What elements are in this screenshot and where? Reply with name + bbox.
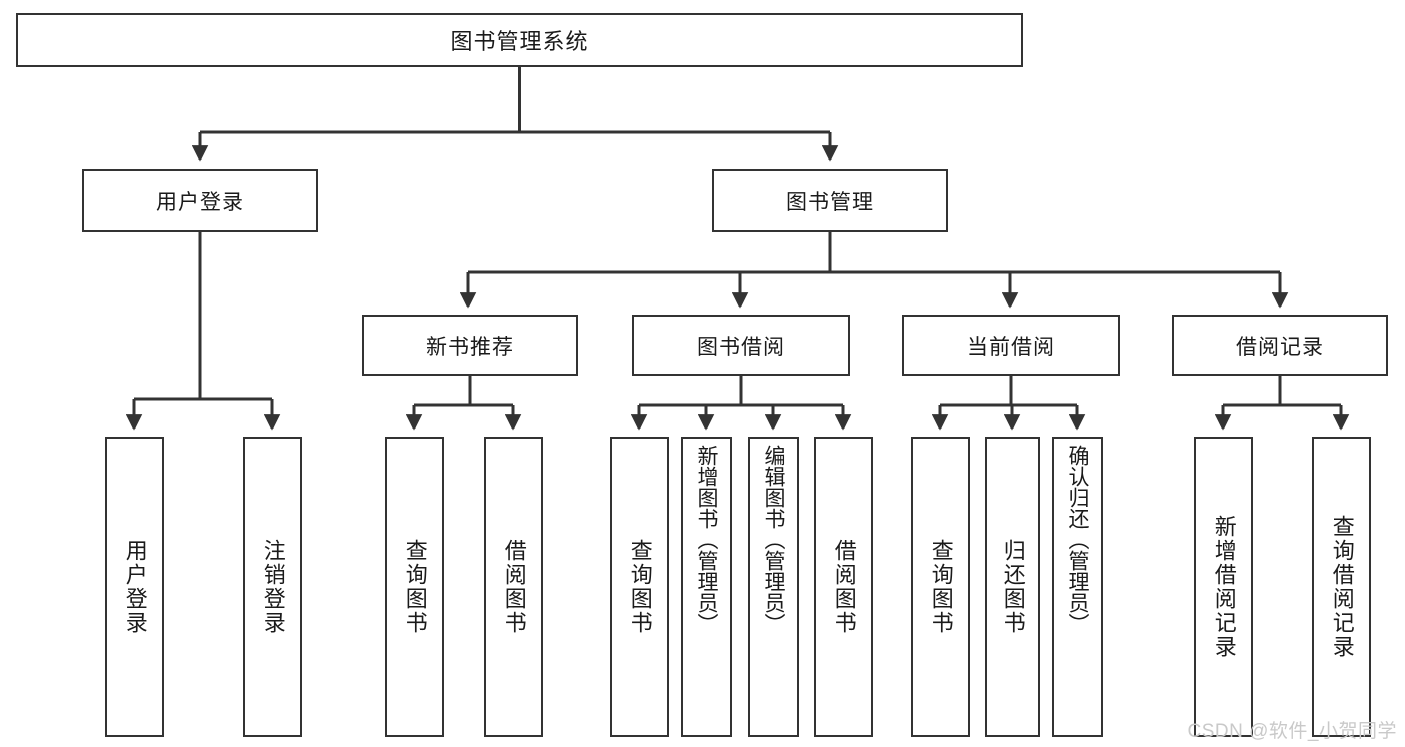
leaf-user-login[interactable]: 用户登录 [105,437,164,737]
leaf-edit-book-admin[interactable]: 编辑图书（管理员） [748,437,799,737]
leaf-borrow-book[interactable]: 借阅图书 [814,437,873,737]
node-book-management[interactable]: 图书管理 [712,169,948,232]
node-user-login[interactable]: 用户登录 [82,169,318,232]
node-book-borrow[interactable]: 图书借阅 [632,315,850,376]
node-borrow-record[interactable]: 借阅记录 [1172,315,1388,376]
node-current-borrow[interactable]: 当前借阅 [902,315,1120,376]
node-new-book-recommend[interactable]: 新书推荐 [362,315,578,376]
leaf-borrow-book-recommend[interactable]: 借阅图书 [484,437,543,737]
leaf-add-book-admin[interactable]: 新增图书（管理员） [681,437,732,737]
leaf-add-borrow-record[interactable]: 新增借阅记录 [1194,437,1253,737]
leaf-logout[interactable]: 注销登录 [243,437,302,737]
leaf-query-book-current[interactable]: 查询图书 [911,437,970,737]
node-root-system[interactable]: 图书管理系统 [16,13,1023,67]
leaf-return-book[interactable]: 归还图书 [985,437,1040,737]
leaf-query-borrow-record[interactable]: 查询借阅记录 [1312,437,1371,737]
leaf-query-book-borrow[interactable]: 查询图书 [610,437,669,737]
leaf-query-book-recommend[interactable]: 查询图书 [385,437,444,737]
leaf-confirm-return-admin[interactable]: 确认归还（管理员） [1052,437,1103,737]
watermark-text: CSDN @软件_小贺同学 [1187,721,1397,742]
